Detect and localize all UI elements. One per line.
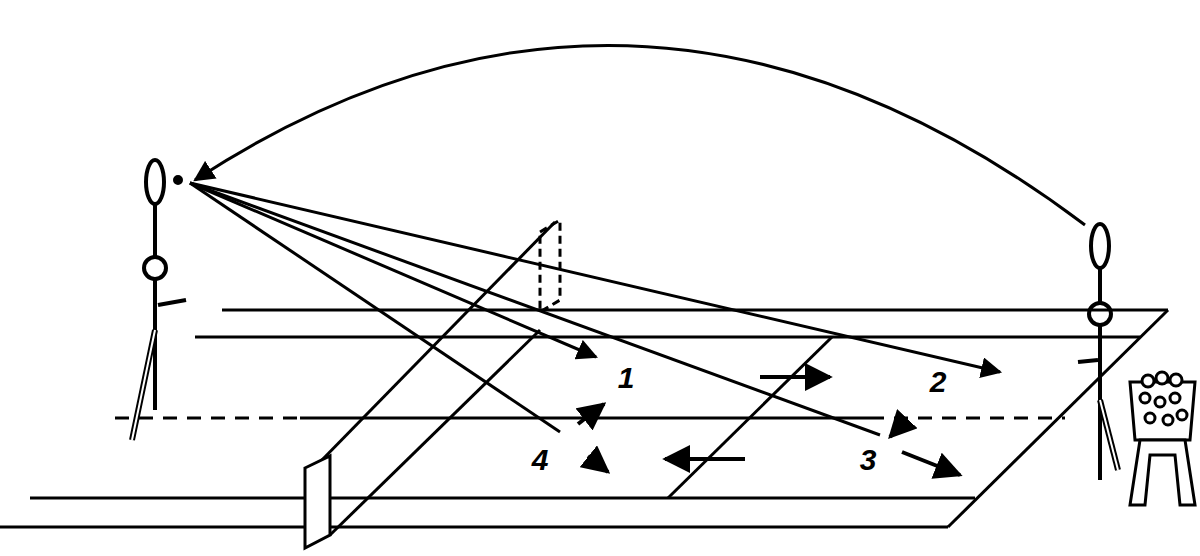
court — [0, 310, 1168, 527]
callout-number: 1 — [618, 363, 635, 393]
hitter-figure — [132, 160, 186, 440]
ball-basket — [1130, 372, 1195, 505]
net — [305, 220, 560, 548]
callout-number: 4 — [532, 445, 549, 475]
callout-number: 3 — [860, 445, 877, 475]
movement-arrows — [578, 377, 960, 475]
callout-number: 2 — [930, 367, 947, 397]
feeder-figure — [1078, 224, 1118, 480]
shot-paths — [190, 45, 1085, 435]
